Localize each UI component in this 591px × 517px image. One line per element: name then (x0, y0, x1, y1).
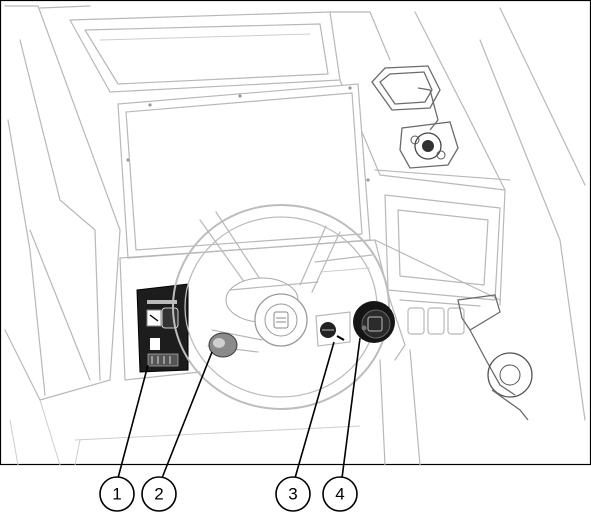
leader-line-4 (341, 337, 361, 479)
leader-line-3 (294, 341, 335, 479)
start-button (353, 301, 395, 343)
callout-1: 1 (99, 476, 135, 512)
lanyard-stop-switch (315, 311, 351, 347)
steering-wheel (172, 204, 390, 410)
callout-4: 4 (322, 476, 358, 512)
throttle-control (371, 65, 459, 169)
callout-label-1: 1 (112, 485, 121, 504)
callout-label-4: 4 (335, 485, 344, 504)
trim-control (457, 294, 533, 421)
leader-line-1 (117, 364, 149, 479)
leader-line-2 (161, 351, 213, 479)
ignition-key-switch (208, 332, 238, 358)
callout-label-3: 3 (288, 485, 297, 504)
callout-2: 2 (141, 476, 177, 512)
callout-label-2: 2 (154, 485, 163, 504)
callout-3: 3 (275, 476, 311, 512)
console-body (4, 5, 586, 466)
battery-switch-panel (136, 283, 189, 373)
